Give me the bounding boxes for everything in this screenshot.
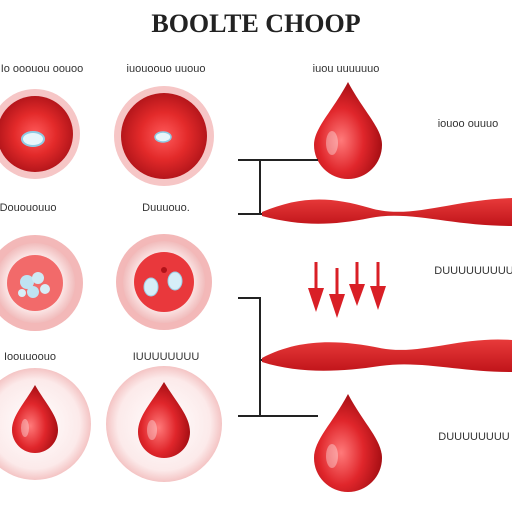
blood-cell-icon	[0, 368, 91, 480]
blood-drop-icon	[314, 394, 382, 492]
label-cell-5: Ioouuoouo	[4, 351, 56, 363]
diagram-title: BOOLTE CHOOP	[151, 9, 360, 38]
label-cell-4: Duuuouo.	[142, 202, 190, 214]
label-right-3: DUUUUUUUU	[438, 431, 510, 443]
blood-drop-icon	[314, 82, 382, 179]
blood-cell-icon	[0, 235, 83, 331]
arrow-down-icon	[308, 262, 324, 312]
arrow-down-icon	[329, 268, 345, 318]
blood-vessel-wave-bottom	[262, 339, 512, 372]
label-cell-3: Douououuo	[0, 202, 56, 214]
arrow-down-icon	[370, 262, 386, 310]
label-right-1: iouoo ouuuo	[438, 118, 499, 130]
blood-cell-icon	[106, 366, 222, 482]
label-right-2: DUUUUUUUUU	[434, 265, 512, 277]
blood-cell-icon	[114, 86, 214, 186]
label-drop-top: iuou uuuuuuo	[313, 63, 380, 75]
blood-cell-icon	[0, 89, 80, 179]
label-cell-1: Io ooouou oouoo	[1, 63, 84, 75]
label-cell-6: IUUUUUUUU	[133, 351, 200, 363]
blood-vessel-wave-top	[262, 198, 512, 226]
blood-cell-icon	[116, 234, 212, 330]
label-cell-2: iuouoouo uuouo	[127, 63, 206, 75]
arrow-down-icon	[349, 262, 365, 306]
